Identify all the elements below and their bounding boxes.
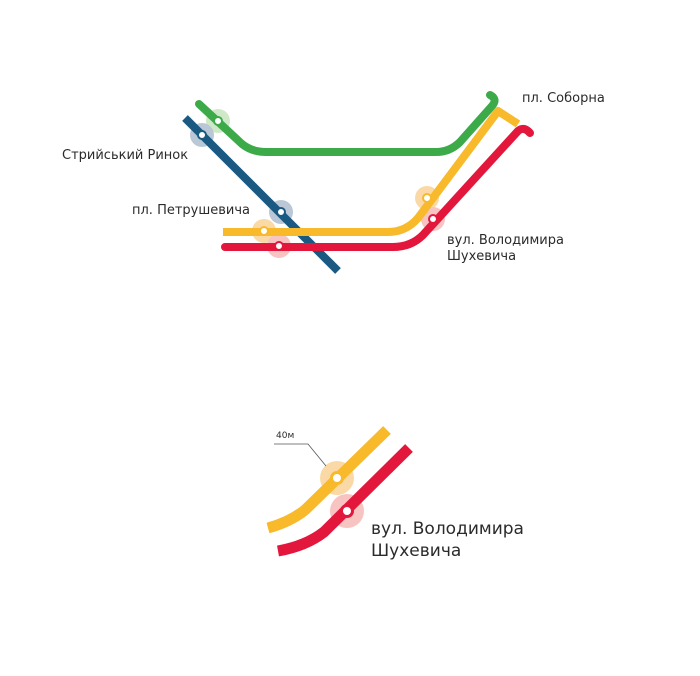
detail-red-line [276,444,413,557]
station-label-shukhevycha-line2: Шухевича [447,249,517,265]
station-dot-red-petrushevycha[interactable] [274,241,284,251]
detail-station-label-line2: Шухевича [371,541,462,562]
distance-label: 40м [276,431,295,441]
station-label-soborna: пл. Соборна [522,91,605,106]
detail-yellow-line [266,426,391,534]
distance-leader-line [274,443,327,467]
station-dot-yellow-petrushevycha[interactable] [259,226,269,236]
detail-station-dot-yellow[interactable] [330,471,344,485]
overview-scheme [182,91,534,274]
station-dot-blue-petrushevycha[interactable] [276,207,286,217]
detail-station-label-line1: вул. Володимира [371,519,524,539]
detail-station-label: вул. Володимира Шухевича [371,518,524,562]
station-dot-yellow-shukhevycha[interactable] [422,193,432,203]
station-label-shukhevycha-line1: вул. Володимира [447,233,564,248]
red-line [221,124,534,251]
station-dot-red-shukhevycha[interactable] [428,214,438,224]
station-label-petrushevycha: пл. Петрушевича [132,203,251,218]
station-label-shukhevycha: вул. Володимира Шухевича [447,233,564,266]
detail-view [266,426,413,557]
yellow-line [223,107,521,236]
station-dot-green-stryiskyi[interactable] [213,116,223,126]
station-dot-blue-stryiskyi[interactable] [197,130,207,140]
station-label-stryiskyi-rynok: Стрийський Ринок [62,148,189,163]
green-line [195,91,499,156]
detail-station-dot-red[interactable] [340,504,354,518]
